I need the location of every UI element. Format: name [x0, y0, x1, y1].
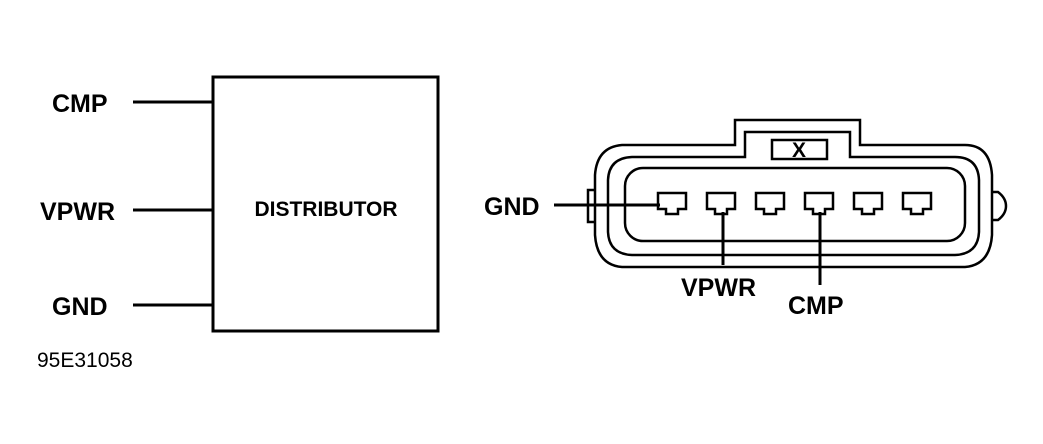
- connector-marker-box: [770, 138, 829, 161]
- connector-pin-4: [803, 191, 835, 216]
- connector-cmp-label: CMP: [788, 292, 844, 320]
- connector-marker: X: [792, 139, 806, 162]
- cmp-wire-label: CMP: [52, 90, 108, 118]
- right-side-tab: [992, 190, 1008, 222]
- connector-pin-1: [656, 191, 688, 216]
- distributor-label: DISTRIBUTOR: [254, 198, 397, 221]
- distributor-box: [211, 75, 440, 333]
- connector-face: X GND VPWR CMP: [484, 118, 1008, 320]
- vpwr-wire-label: VPWR: [40, 198, 115, 226]
- distributor-schematic: DISTRIBUTOR CMP VPWR GND: [40, 75, 440, 333]
- figure-code: 95E31058: [37, 349, 133, 372]
- connector-gnd-label: GND: [484, 193, 540, 221]
- connector-middle-outline: [606, 130, 981, 257]
- connector-outer-shell: [593, 118, 994, 269]
- connector-pin-6: [901, 191, 933, 216]
- connector-pin-5: [852, 191, 884, 216]
- connector-vpwr-label: VPWR: [681, 274, 756, 302]
- connector-pin-2: [705, 191, 737, 216]
- connector-pin-3: [754, 191, 786, 216]
- gnd-wire-label: GND: [52, 293, 108, 321]
- connector-pins: [656, 191, 933, 216]
